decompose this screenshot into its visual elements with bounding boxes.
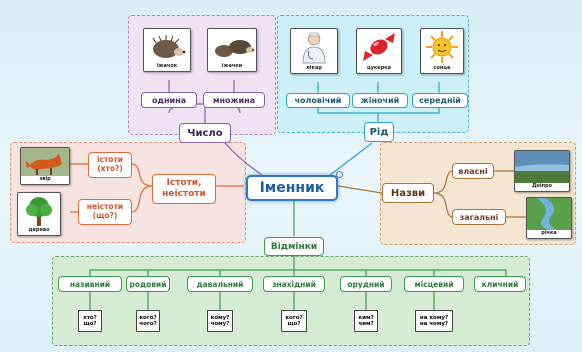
gender-item-masculine: чоловічий xyxy=(286,93,350,108)
case-question-nominative: хто? що? xyxy=(78,310,102,332)
hedgehog-picture: їжачок xyxy=(143,28,191,72)
doctor-icon xyxy=(302,32,326,64)
animacy-node: Істоти, неістоти xyxy=(152,174,216,204)
number-node: Число xyxy=(179,123,231,143)
candy-picture: цукерка xyxy=(356,28,402,74)
river-landscape-caption: річка xyxy=(541,230,557,236)
case-question-locative: на кому? на чому? xyxy=(415,310,453,332)
gender-item-feminine: жіночий xyxy=(352,93,408,108)
hedgehog-caption: їжачок xyxy=(156,63,178,69)
fox-icon xyxy=(21,148,69,176)
river-map-caption: Дніпро xyxy=(531,183,553,189)
gender-item-neuter: середній xyxy=(412,93,468,108)
number-item-plural: множина xyxy=(203,92,265,108)
doctor-caption: лікар xyxy=(306,65,322,71)
river-map-icon xyxy=(515,151,569,183)
river-map-picture: Дніпро xyxy=(514,150,570,192)
doctor-picture: лікар xyxy=(290,28,338,74)
case-dative: давальний xyxy=(187,276,253,292)
fox-caption: звір xyxy=(39,176,51,182)
sun-caption: сонце xyxy=(433,65,451,71)
animacy-item-animate: істоти (хто?) xyxy=(88,152,132,178)
names-item-common: загальні xyxy=(452,209,506,225)
tree-caption: дерево xyxy=(28,227,50,233)
center-node-dot xyxy=(336,171,343,178)
river-landscape-picture: річка xyxy=(526,197,572,239)
hedgehogs-picture: їжачки xyxy=(207,28,257,72)
case-locative: місцевий xyxy=(404,276,464,292)
gender-node: Рід xyxy=(364,122,394,142)
number-item-singular: однина xyxy=(141,92,197,108)
sun-picture: сонце xyxy=(420,28,464,74)
tree-picture: дерево xyxy=(17,192,61,236)
names-item-proper: власні xyxy=(452,163,494,179)
case-instrumental: орудний xyxy=(340,276,392,292)
tree-icon xyxy=(26,197,52,226)
candy-icon xyxy=(363,33,395,61)
case-vocative: кличний xyxy=(474,276,526,292)
hedgehogs-icon xyxy=(215,40,254,57)
sun-icon xyxy=(426,31,458,63)
river-landscape-icon xyxy=(527,198,571,230)
names-node: Назви xyxy=(382,183,434,203)
animacy-item-inanimate: неістоти (що?) xyxy=(78,199,132,225)
case-nominative: називний xyxy=(58,276,122,292)
case-question-instrumental: ким? чим? xyxy=(354,310,378,332)
case-question-accusative: кого? що? xyxy=(281,310,307,332)
hedgehog-icon xyxy=(152,35,186,58)
hedgehogs-caption: їжачки xyxy=(221,63,243,69)
case-question-genitive: кого? чого? xyxy=(136,310,160,332)
cases-node: Відмінки xyxy=(264,237,324,256)
candy-caption: цукерка xyxy=(366,65,392,71)
case-genitive: родовий xyxy=(126,276,170,292)
fox-picture: звір xyxy=(20,147,70,185)
case-question-dative: кому? чому? xyxy=(207,310,233,332)
center-node: Іменник xyxy=(246,175,338,201)
case-accusative: знахідний xyxy=(263,276,325,292)
